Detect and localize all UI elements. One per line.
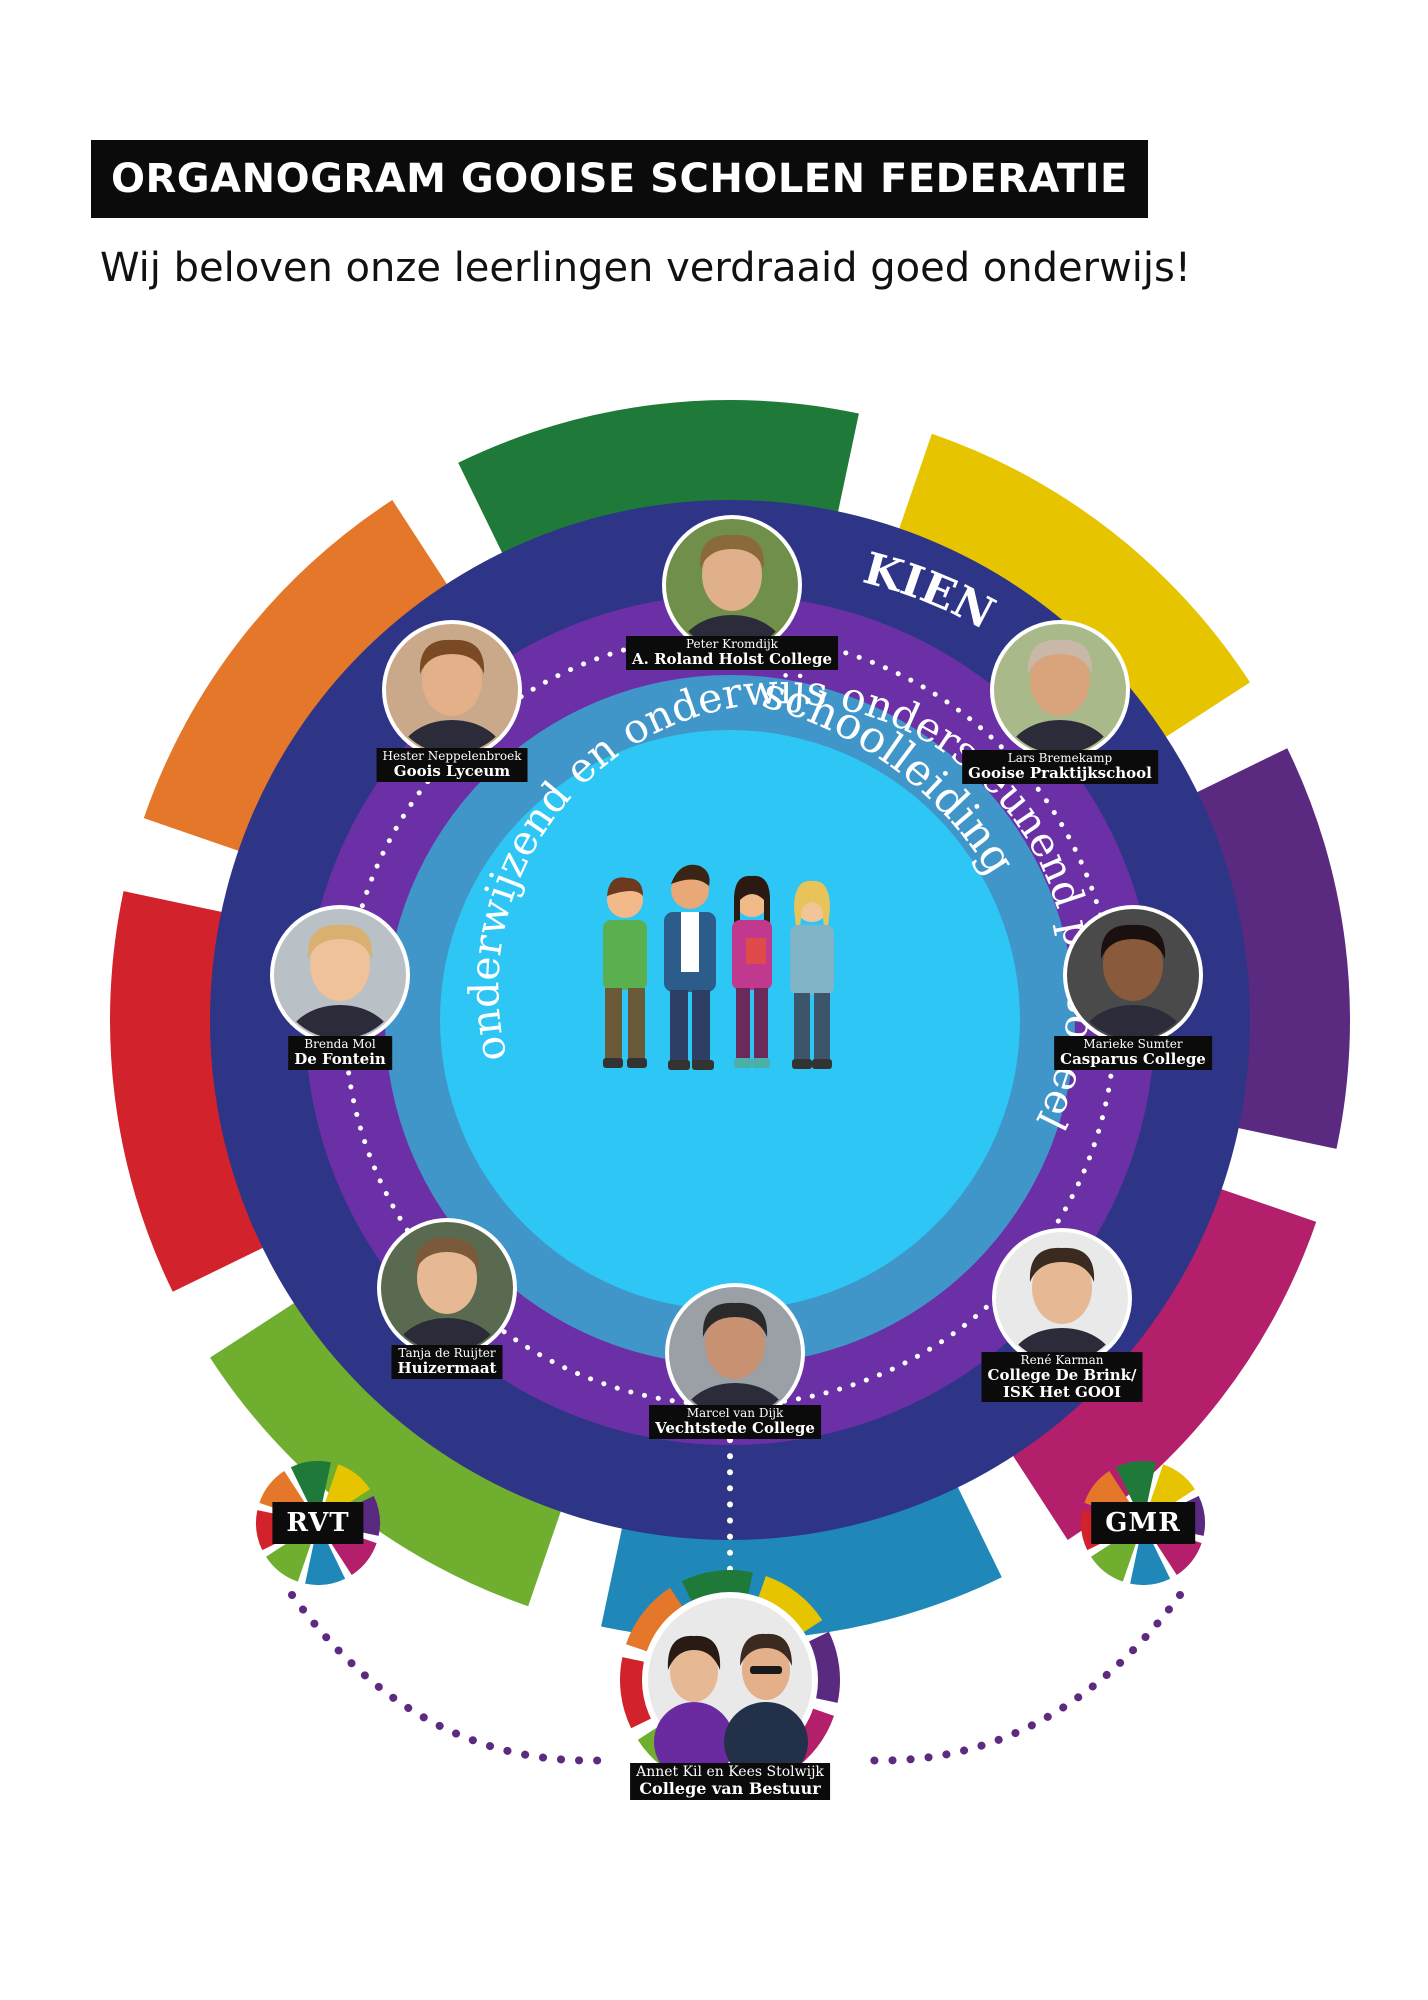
gmr-label: GMR <box>1091 1502 1195 1544</box>
cvb-label: Annet Kil en Kees Stolwijk College van B… <box>630 1763 830 1800</box>
mini-flowers <box>256 1460 1206 1790</box>
rvt-label: RVT <box>272 1502 364 1544</box>
students-illustration <box>603 864 834 1070</box>
person-school: College De Brink/ <box>987 1366 1137 1385</box>
photo-brenda-mol <box>270 905 410 1045</box>
person-school: Gooise Praktijkschool <box>968 764 1152 783</box>
mini-petal <box>290 1460 331 1515</box>
person-name: Peter Kromdijk <box>686 637 778 651</box>
title-banner: ORGANOGRAM GOOISE SCHOLEN FEDERATIE <box>91 140 1148 218</box>
cvb-title: College van Bestuur <box>639 1779 821 1799</box>
photo-hester-neppelenbroek <box>382 620 522 760</box>
mini-petal <box>756 1575 823 1637</box>
photo-ren-karman <box>992 1228 1132 1368</box>
person-school: Huizermaat <box>397 1359 497 1378</box>
mini-petal <box>625 1587 687 1654</box>
person-school: Casparus College <box>1060 1050 1206 1069</box>
mini-petal <box>1130 1531 1171 1585</box>
photo-peter-kromdijk <box>662 515 802 655</box>
person-name: Marcel van Dijk <box>686 1406 784 1420</box>
connector-gmr <box>856 1591 1184 1765</box>
photo-marieke-sumter <box>1063 905 1203 1045</box>
person-school: Vechtstede College <box>655 1419 815 1438</box>
photo-lars-bremekamp <box>990 620 1130 760</box>
person-name: Lars Bremekamp <box>1007 751 1113 765</box>
mini-petal <box>305 1531 346 1585</box>
person-name: Marieke Sumter <box>1083 1037 1183 1051</box>
cvb-names: Annet Kil en Kees Stolwijk <box>636 1764 824 1780</box>
person-name: Tanja de Ruijter <box>398 1346 496 1360</box>
connector-rvt <box>288 1591 614 1765</box>
person-name: René Karman <box>1020 1353 1104 1367</box>
person-school: Goois Lyceum <box>393 762 511 781</box>
people-photos <box>270 515 1203 1423</box>
page-title: ORGANOGRAM GOOISE SCHOLEN FEDERATIE <box>111 156 1128 202</box>
person-name: Hester Neppelenbroek <box>382 749 522 763</box>
photo-college-van-bestuur <box>642 1592 818 1782</box>
ring-personeel <box>440 730 1020 1310</box>
mini-petal <box>1115 1461 1156 1515</box>
page-subtitle: Wij beloven onze leerlingen verdraaid go… <box>100 245 1191 291</box>
photo-tanja-de-ruijter <box>377 1218 517 1358</box>
person-school-line2: ISK Het GOOI <box>1003 1382 1121 1401</box>
person-school: A. Roland Holst College <box>632 650 832 669</box>
photo-marcel-van-dijk <box>665 1283 805 1423</box>
person-name: Brenda Mol <box>304 1037 376 1051</box>
person-school: De Fontein <box>294 1050 386 1069</box>
